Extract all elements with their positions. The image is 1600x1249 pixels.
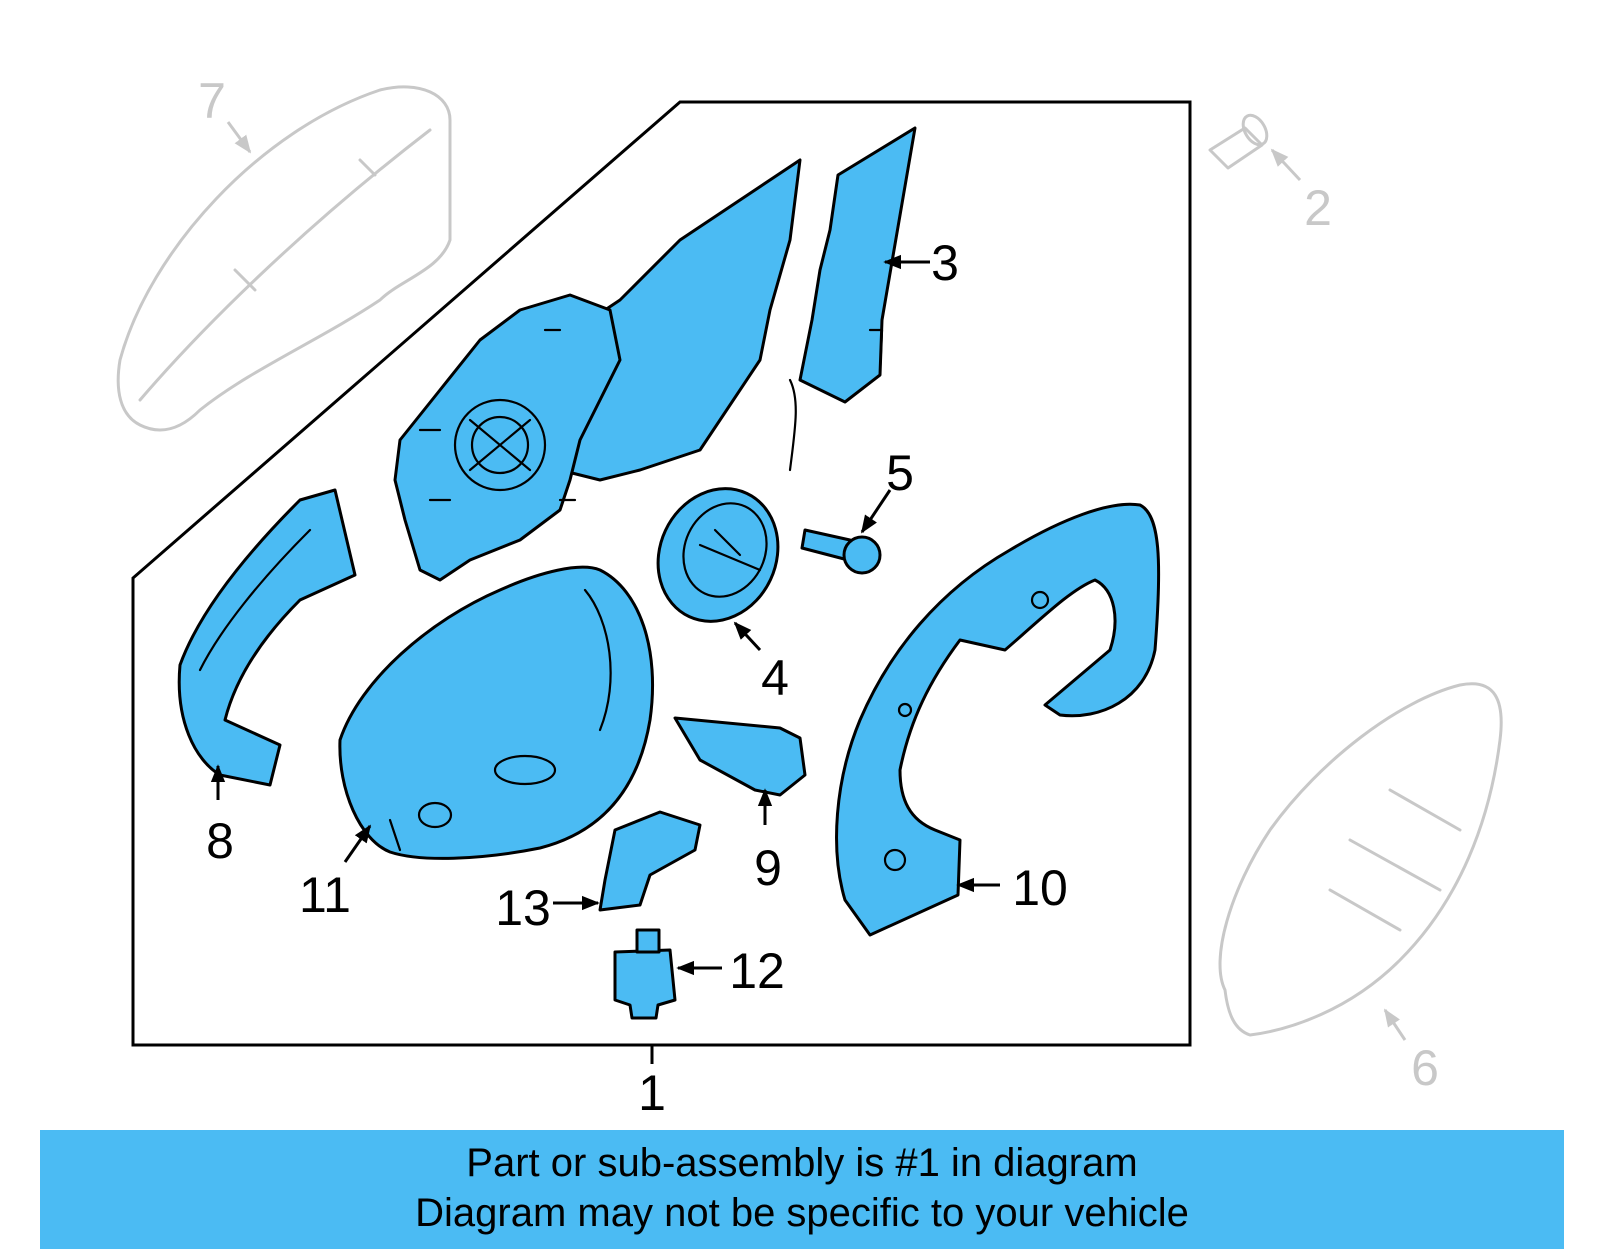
callout-10: 10 xyxy=(1012,860,1068,916)
leader-6 xyxy=(1383,1008,1407,1041)
callout-7: 7 xyxy=(198,73,226,129)
part-12-sensor xyxy=(613,928,677,1020)
callout-12: 12 xyxy=(729,943,785,999)
disclaimer-line-1: Part or sub-assembly is #1 in diagram xyxy=(466,1141,1138,1185)
callout-1: 1 xyxy=(638,1065,666,1121)
part-10-lower-cover xyxy=(835,502,1161,937)
part-7-cover-cap xyxy=(116,85,452,432)
leader-11 xyxy=(343,824,372,863)
callout-4: 4 xyxy=(761,650,789,706)
callout-6: 6 xyxy=(1411,1040,1439,1096)
disclaimer-banner: Part or sub-assembly is #1 in diagram Di… xyxy=(40,1130,1564,1249)
callout-2: 2 xyxy=(1304,180,1332,236)
leader-2 xyxy=(1270,148,1302,182)
part-4-motor xyxy=(656,487,780,623)
callout-11: 11 xyxy=(299,867,351,923)
part-5-bolt xyxy=(800,528,882,575)
callout-5: 5 xyxy=(886,445,914,501)
callout-8: 8 xyxy=(206,813,234,869)
callout-3: 3 xyxy=(931,235,959,291)
part-6-mirror-glass xyxy=(1218,682,1503,1037)
callout-13: 13 xyxy=(495,880,551,936)
leader-4 xyxy=(733,621,762,652)
part-13-bracket xyxy=(598,810,702,912)
part-8-turn-signal xyxy=(177,488,357,787)
mirror-base-bracket xyxy=(393,158,802,582)
leader-5 xyxy=(860,489,892,534)
part-9-puddle-lamp xyxy=(673,716,807,797)
part-3-glass xyxy=(798,126,917,404)
disclaimer-line-2: Diagram may not be specific to your vehi… xyxy=(415,1191,1189,1235)
part-2-screw xyxy=(1208,113,1269,170)
part-11-housing xyxy=(338,565,654,860)
callout-9: 9 xyxy=(754,840,782,896)
leader-7 xyxy=(226,121,252,154)
